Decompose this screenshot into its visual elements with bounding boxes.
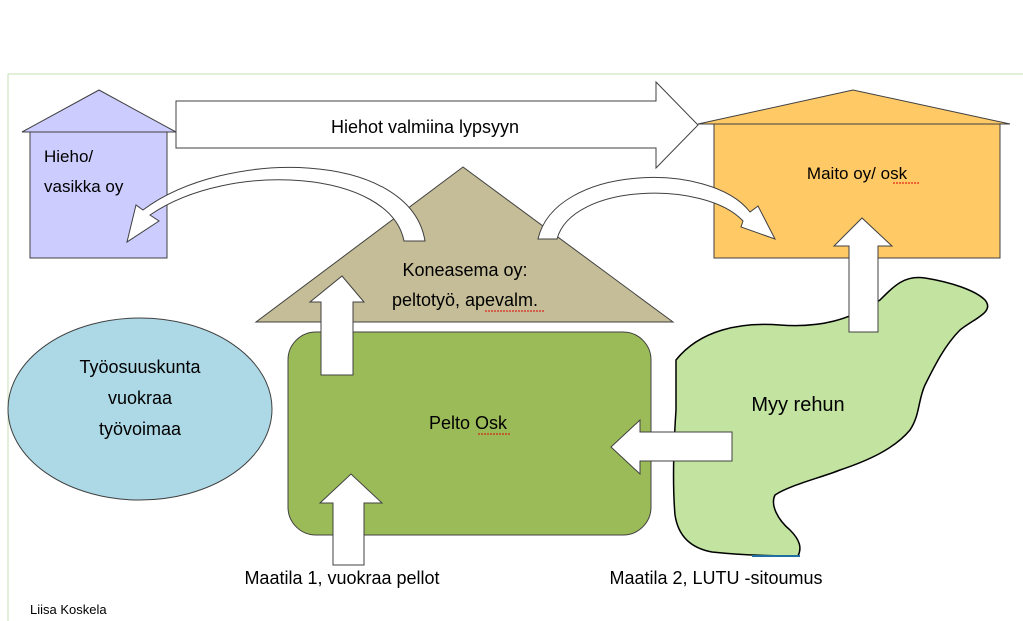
pelto-label: Pelto Osk <box>429 413 508 433</box>
arrow-myyrehun-to-pelto <box>610 418 733 476</box>
koneasema-label-line1: Koneasema oy: <box>402 260 527 280</box>
maito-label: Maito oy/ osk <box>807 164 908 183</box>
top-arrow-label: Hiehot valmiina lypsyyn <box>331 117 519 137</box>
curved-arrow-to-hieho <box>126 166 426 244</box>
arrow-pelto-to-koneasema <box>308 275 366 376</box>
tyoosuuskunta-line2: vuokraa <box>108 388 173 408</box>
curved-arrow-to-maito <box>537 176 777 240</box>
maatila2-label: Maatila 2, LUTU -sitoumus <box>609 568 822 588</box>
hieho-vasikka-house: Hieho/ vasikka oy <box>21 89 177 259</box>
tyoosuuskunta-ellipse: Työosuuskunta vuokraa työvoimaa <box>7 317 273 501</box>
myy-rehun-shape <box>672 276 989 557</box>
koneasema-shape <box>254 166 675 323</box>
hieho-label-line2: vasikka oy <box>44 177 124 196</box>
tyoosuuskunta-line3: työvoimaa <box>99 419 182 439</box>
koneasema-label-line2: peltotyö, apevalm. <box>392 290 538 310</box>
hieho-label-line1: Hieho/ <box>44 147 93 166</box>
maito-house-roof <box>697 89 1011 125</box>
maito-house: Maito oy/ osk <box>697 89 1011 259</box>
top-arrow-hiehot: Hiehot valmiina lypsyyn <box>175 80 699 170</box>
maatila1-label: Maatila 1, vuokraa pellot <box>244 568 439 588</box>
tyoosuuskunta-shape <box>7 317 273 501</box>
top-arrow-shape <box>175 80 699 170</box>
tyoosuuskunta-line1: Työosuuskunta <box>79 357 201 377</box>
arrow-maatila1-to-pelto <box>318 473 384 566</box>
koneasema-triangle: Koneasema oy: peltotyö, apevalm. <box>254 166 675 323</box>
hieho-house-roof <box>21 89 177 133</box>
pelto-box: Pelto Osk <box>287 331 652 536</box>
myy-rehun-label: Myy rehun <box>751 394 844 416</box>
myy-rehun-blob: Myy rehun <box>672 276 989 557</box>
author-label: Liisa Koskela <box>30 602 107 617</box>
arrow-myyrehun-to-maito <box>832 217 894 333</box>
hieho-house-body <box>29 131 168 259</box>
